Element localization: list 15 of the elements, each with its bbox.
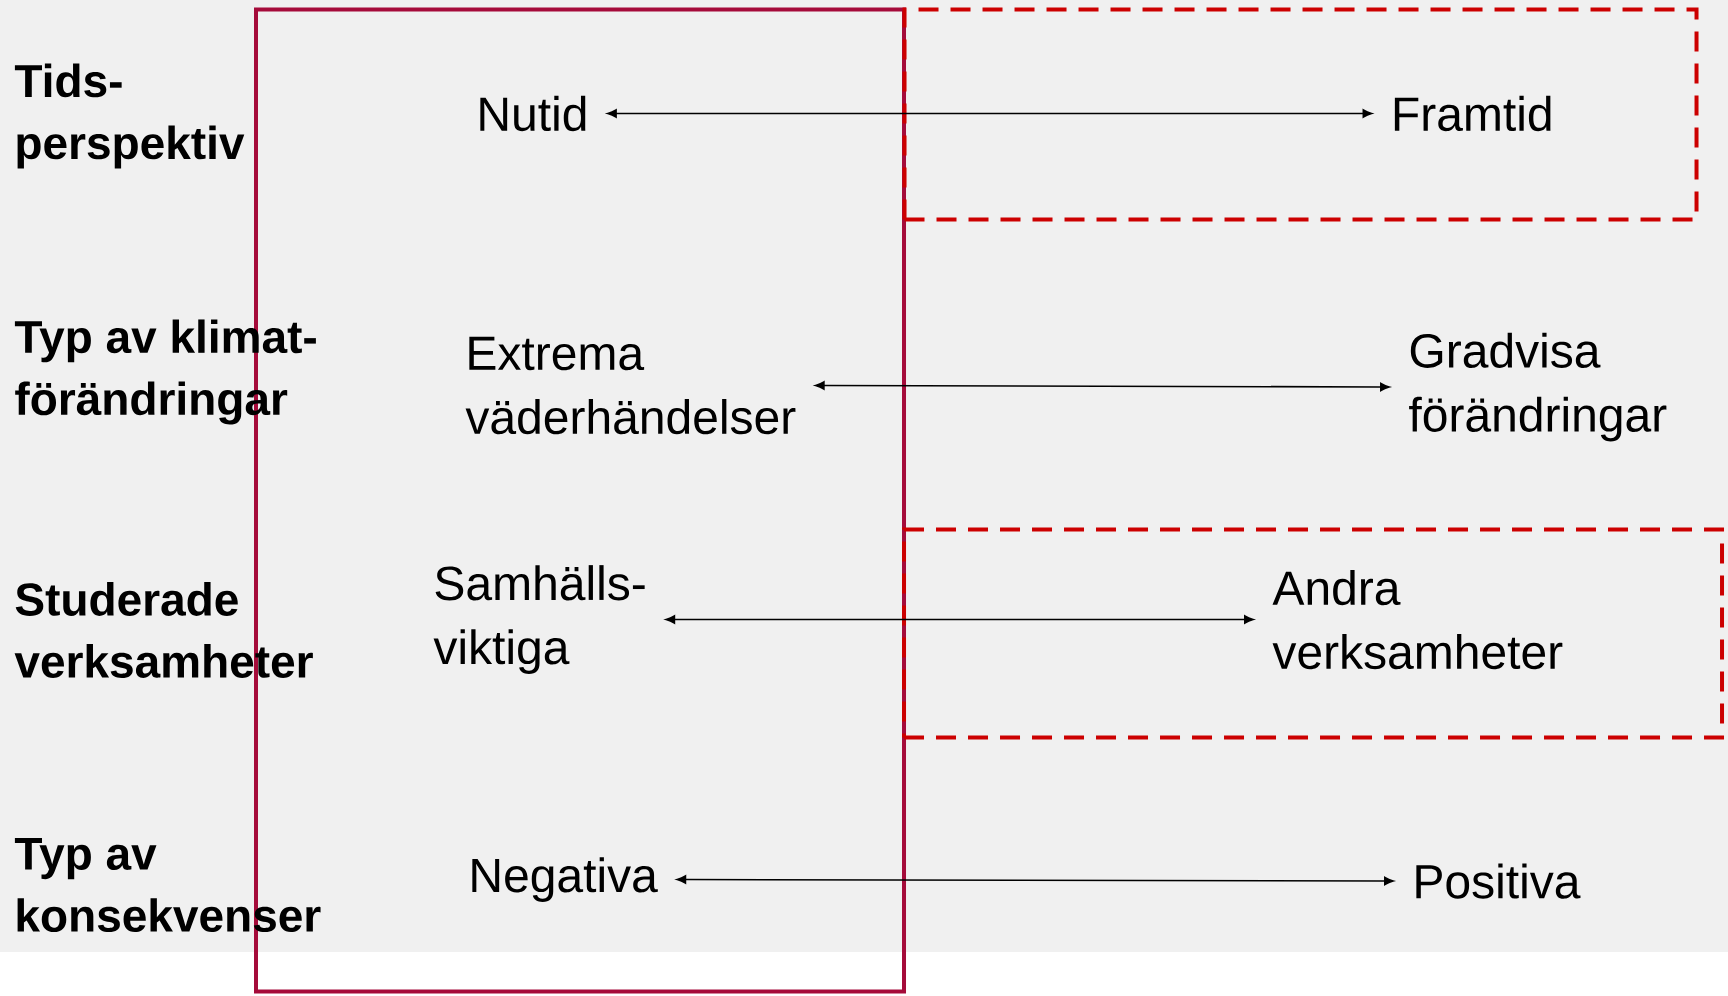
double-arrow [814, 381, 1390, 392]
frame-box [902, 527, 1724, 740]
option-text: Positiva [1416, 863, 1581, 899]
option-text: Nutid [480, 95, 586, 132]
option-text: Negativa [472, 857, 658, 902]
option-text: Andra verksamheter [1272, 569, 1563, 670]
option-text: Extrema väderhändelser [465, 336, 796, 435]
frame-box [902, 7, 1699, 222]
option-text: Samhälls- viktiga [433, 565, 645, 674]
row-heading: Tids- perspektiv [14, 63, 245, 169]
option-text: Framtid [1394, 95, 1551, 132]
double-arrow [607, 109, 1373, 118]
double-arrow [676, 875, 1394, 886]
option-text: Gradvisa förändringar [1409, 332, 1667, 442]
double-arrow [665, 615, 1254, 624]
